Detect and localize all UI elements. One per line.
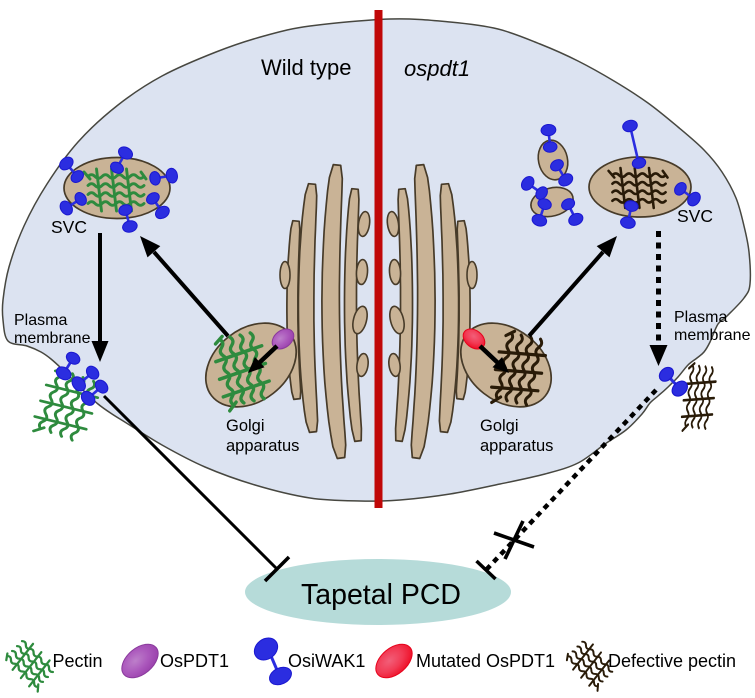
svg-text:Wild type: Wild type — [261, 55, 351, 80]
svg-text:OsPDT1: OsPDT1 — [160, 651, 229, 671]
svg-text:Pectin: Pectin — [53, 651, 103, 671]
svg-text:membrane: membrane — [674, 327, 751, 344]
svg-text:Tapetal PCD: Tapetal PCD — [301, 579, 461, 611]
svg-text:apparatus: apparatus — [480, 437, 553, 455]
svg-text:Plasma: Plasma — [674, 309, 727, 326]
svg-text:membrane: membrane — [14, 330, 91, 347]
svg-text:apparatus: apparatus — [226, 437, 299, 455]
svg-text:Golgi: Golgi — [226, 417, 265, 435]
svg-text:Mutated OsPDT1: Mutated OsPDT1 — [416, 651, 555, 671]
svg-text:Golgi: Golgi — [480, 417, 519, 435]
svg-text:SVC: SVC — [51, 217, 87, 237]
svg-text:SVC: SVC — [677, 206, 713, 226]
svg-text:Defective pectin: Defective pectin — [608, 651, 736, 671]
svg-text:ospdt1: ospdt1 — [404, 56, 470, 81]
svg-text:Plasma: Plasma — [14, 312, 67, 329]
svg-text:OsiWAK1: OsiWAK1 — [288, 651, 365, 671]
